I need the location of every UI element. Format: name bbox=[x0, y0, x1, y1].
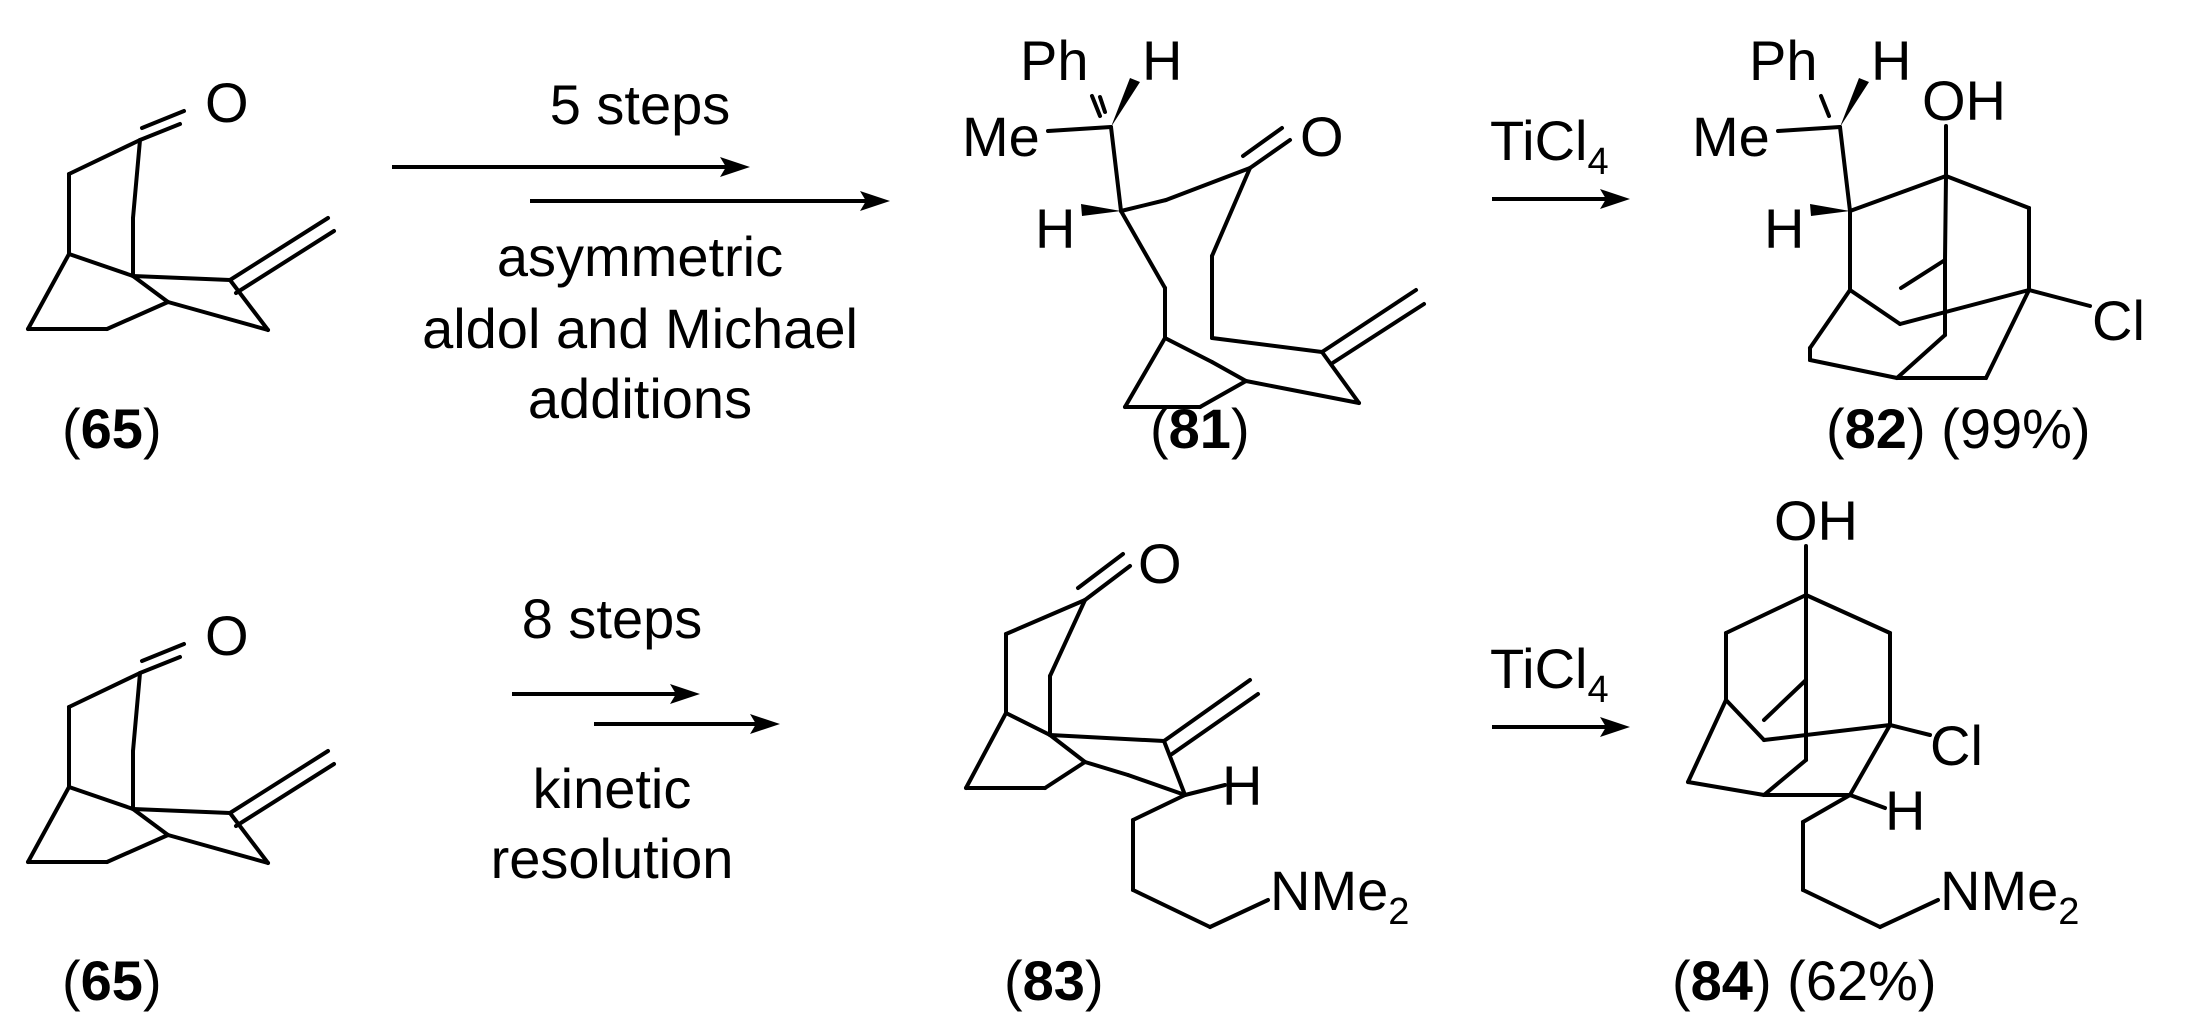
compound-65-number: (65) bbox=[62, 949, 162, 1012]
oxygen-label: O bbox=[205, 604, 249, 667]
dimethylamino-label: NMe2 bbox=[1940, 859, 2079, 933]
hydroxyl-label: OH bbox=[1774, 489, 1858, 552]
phenyl-label: Ph bbox=[1749, 29, 1818, 92]
hydrogen-label: H bbox=[1142, 29, 1182, 92]
reaction-arrow-2 bbox=[1492, 189, 1630, 209]
compound-81-number: (81) bbox=[1150, 397, 1250, 460]
oxygen-label: O bbox=[1300, 105, 1344, 168]
compound-number: 84 bbox=[1691, 949, 1753, 1012]
nme-subscript: 2 bbox=[2058, 891, 2079, 933]
compound-number: 82 bbox=[1845, 397, 1907, 460]
yield: (62%) bbox=[1787, 949, 1936, 1012]
compound-84-number: (84) (62%) bbox=[1672, 949, 1937, 1012]
reagent-ticl4: TiCl4 bbox=[1490, 637, 1609, 711]
dimethylamino-label: NMe2 bbox=[1270, 859, 1409, 933]
reaction-arrow-4 bbox=[1492, 717, 1630, 737]
reaction-arrow-3 bbox=[512, 684, 780, 734]
compound-65-row1: O (65) bbox=[26, 71, 336, 460]
compound-82: Ph H Me OH H Cl (82) (99%) bbox=[1692, 29, 2145, 460]
compound-number: 65 bbox=[81, 949, 143, 1012]
conditions-line-2: aldol and Michael bbox=[422, 297, 858, 360]
reagent-base: TiCl bbox=[1490, 637, 1587, 700]
reagent-subscript: 4 bbox=[1587, 141, 1608, 183]
hydrogen-label: H bbox=[1035, 197, 1075, 260]
conditions-above: 8 steps bbox=[522, 587, 703, 650]
compound-65-structure bbox=[26, 109, 336, 332]
conditions-line-2: resolution bbox=[491, 827, 734, 890]
compound-82-number: (82) (99%) bbox=[1826, 397, 2091, 460]
nme-base: NMe bbox=[1940, 859, 2058, 922]
compound-65-row2: O (65) bbox=[26, 604, 336, 1012]
conditions-above: 5 steps bbox=[550, 73, 731, 136]
compound-83-number: (83) bbox=[1004, 949, 1104, 1012]
reagent-base: TiCl bbox=[1490, 109, 1587, 172]
reaction-arrow-1 bbox=[392, 157, 890, 211]
chlorine-label: Cl bbox=[1930, 714, 1983, 777]
svg-text:(65): (65) bbox=[62, 397, 162, 460]
compound-82-structure bbox=[1776, 78, 2092, 380]
reagent-ticl4: TiCl4 bbox=[1490, 109, 1609, 183]
compound-65-number: (65) bbox=[62, 397, 162, 460]
oxygen-label: O bbox=[205, 71, 249, 134]
hydrogen-label: H bbox=[1885, 779, 1925, 842]
compound-81-structure bbox=[1046, 78, 1426, 409]
yield: (99%) bbox=[1941, 397, 2090, 460]
compound-83: O H NMe2 (83) bbox=[964, 532, 1409, 1012]
compound-65-structure bbox=[26, 642, 336, 865]
nme-base: NMe bbox=[1270, 859, 1388, 922]
compound-81: Ph H Me O H (81) bbox=[962, 29, 1426, 460]
compound-number: 83 bbox=[1023, 949, 1085, 1012]
nme-subscript: 2 bbox=[1388, 891, 1409, 933]
hydroxyl-label: OH bbox=[1922, 69, 2006, 132]
methyl-label: Me bbox=[962, 105, 1040, 168]
compound-84: OH Cl H NMe2 (84) (62%) bbox=[1672, 489, 2079, 1012]
methyl-label: Me bbox=[1692, 105, 1770, 168]
compound-number: 65 bbox=[81, 397, 143, 460]
hydrogen-label: H bbox=[1871, 29, 1911, 92]
conditions-line-1: kinetic bbox=[533, 757, 692, 820]
hydrogen-label: H bbox=[1764, 197, 1804, 260]
chlorine-label: Cl bbox=[2092, 289, 2145, 352]
conditions-line-3: additions bbox=[528, 367, 752, 430]
compound-83-structure bbox=[964, 552, 1270, 929]
oxygen-label: O bbox=[1138, 532, 1182, 595]
hydrogen-label: H bbox=[1222, 754, 1262, 817]
reagent-subscript: 4 bbox=[1587, 669, 1608, 711]
compound-84-structure bbox=[1686, 544, 1940, 929]
conditions-line-1: asymmetric bbox=[497, 225, 783, 288]
phenyl-label: Ph bbox=[1020, 29, 1089, 92]
compound-number: 81 bbox=[1169, 397, 1231, 460]
